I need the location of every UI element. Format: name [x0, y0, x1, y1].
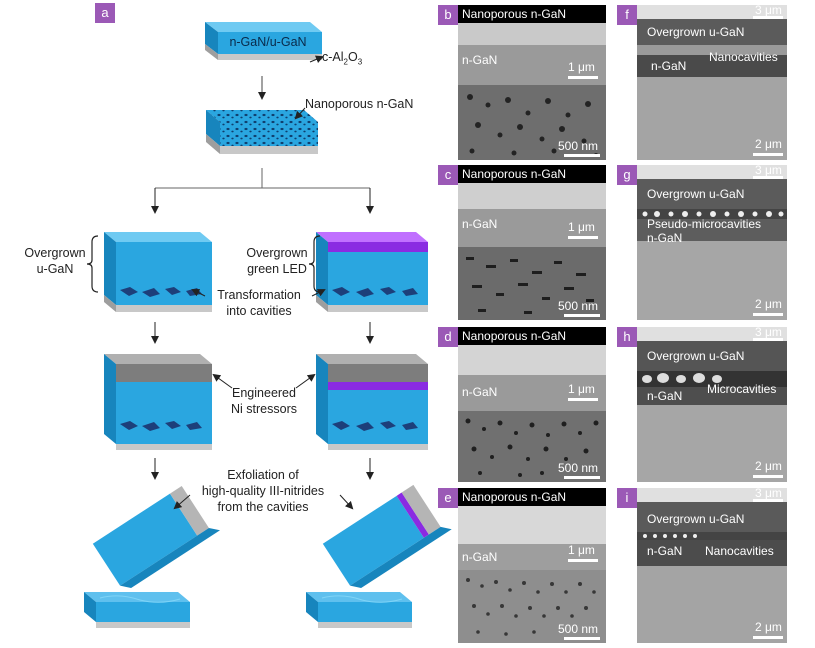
cross-section-panel-h: 3 μm Overgrown u-GaN Microcavities n-GaN… [637, 327, 787, 482]
panel-label-a: a [95, 3, 115, 23]
cross-overgrown-f: Overgrown u-GaN [647, 25, 745, 39]
label-nanoporous: Nanoporous n-GaN [305, 97, 414, 111]
cross-overgrown-i: Overgrown u-GaN [647, 512, 745, 526]
panel-label-e: e [438, 488, 458, 508]
block-nanoporous [206, 110, 318, 154]
scale-top-i: 3 μm [755, 488, 782, 500]
cross-overgrown-g: Overgrown u-GaN [647, 187, 745, 201]
label-substrate: c-Al2O3 [322, 50, 363, 67]
cross-cavity-i: Nanocavities [705, 544, 774, 558]
scale-top-c: 1 μm [568, 220, 595, 234]
residual-substrate-right [306, 592, 412, 628]
cross-section-panel-f: 3 μm Overgrown u-GaN n-GaN Nanocavities … [637, 5, 787, 160]
label-overgrown-ugan-1: Overgrown [24, 246, 86, 260]
cross-cavity-h: Microcavities [707, 382, 777, 396]
scalebar-top-c [568, 236, 598, 239]
sem-layer-c: n-GaN [462, 217, 498, 231]
scale-bottom-i: 2 μm [755, 620, 782, 634]
sem-title-e: Nanoporous n-GaN [458, 488, 606, 506]
label-overgrown-led-2: green LED [247, 262, 307, 276]
label-transformation-2: into cavities [226, 304, 292, 318]
block-overgrown-ugan [104, 232, 212, 312]
sem-panel-d: Nanoporous n-GaN n-GaN 1 μm 500 nm [458, 327, 606, 482]
label-stressor-2: Ni stressors [231, 402, 297, 416]
scale-top-e: 1 μm [568, 543, 595, 557]
scalebar-top-i [753, 499, 783, 502]
label-transformation-1: Transformation [217, 288, 301, 302]
scalebar-top-d [568, 398, 598, 401]
exfoliated-piece-left [92, 486, 221, 589]
cross-cavity-f: Nanocavities [709, 50, 778, 64]
scale-bottom-f: 2 μm [755, 137, 782, 151]
scale-top-h: 3 μm [755, 327, 782, 339]
sem-title-b: Nanoporous n-GaN [458, 5, 606, 23]
scale-top-f: 3 μm [755, 5, 782, 17]
scalebar-bottom-e [564, 637, 600, 640]
scalebar-bottom-i [753, 636, 783, 639]
scalebar-top-h [753, 338, 783, 341]
cross-overgrown-h: Overgrown u-GaN [647, 349, 745, 363]
cross-ngan-g: n-GaN [647, 231, 683, 245]
sem-layer-e: n-GaN [462, 550, 498, 564]
scale-bottom-c: 500 nm [558, 299, 599, 313]
block-ni-stressor-right [316, 354, 428, 450]
schematic-panel-a: a [24, 3, 452, 628]
label-top-stack: n-GaN/u-GaN [229, 35, 307, 49]
scale-bottom-g: 2 μm [755, 297, 782, 311]
sem-layer-d: n-GaN [462, 385, 498, 399]
sem-panel-c: Nanoporous n-GaN n-GaN 1 μm 500 nm [458, 165, 606, 320]
sem-title-d: Nanoporous n-GaN [458, 327, 606, 345]
cross-section-panel-g: 3 μm Overgrown u-GaN Pseudo-microcavitie… [637, 165, 787, 320]
label-exfoliation-3: from the cavities [217, 500, 309, 514]
scalebar-bottom-g [753, 313, 783, 316]
scale-bottom-e: 500 nm [558, 622, 599, 636]
scalebar-bottom-b [564, 154, 600, 157]
label-stressor-1: Engineered [232, 386, 296, 400]
sem-panel-b: Nanoporous n-GaN n-GaN 1 μm 500 nm [458, 5, 606, 160]
block-overgrown-led [316, 232, 428, 312]
scalebar-top-e [568, 559, 598, 562]
sem-panel-e: Nanoporous n-GaN n-GaN 1 μm 500 nm [458, 488, 606, 643]
cross-ngan-f: n-GaN [651, 59, 687, 73]
label-overgrown-led-1: Overgrown [246, 246, 308, 260]
scalebar-top-b [568, 76, 598, 79]
cross-ngan-h: n-GaN [647, 389, 683, 403]
panel-label-d: d [438, 327, 458, 347]
exfoliated-piece-right [322, 484, 452, 589]
panel-label-h: h [617, 327, 637, 347]
cross-ngan-i: n-GaN [647, 544, 683, 558]
sem-layer-b: n-GaN [462, 53, 498, 67]
residual-substrate-left [84, 592, 190, 628]
scale-top-g: 3 μm [755, 165, 782, 177]
scalebar-top-f [753, 16, 783, 19]
scale-top-d: 1 μm [568, 382, 595, 396]
sem-title-c: Nanoporous n-GaN [458, 165, 606, 183]
scalebar-top-g [753, 176, 783, 179]
panel-label-b: b [438, 5, 458, 25]
panel-label-i: i [617, 488, 637, 508]
cross-section-panel-i: 3 μm Overgrown u-GaN n-GaN Nanocavities … [637, 488, 787, 643]
cross-cavity-g: Pseudo-microcavities [647, 217, 762, 231]
scale-bottom-d: 500 nm [558, 461, 599, 475]
panel-label-f: f [617, 5, 637, 25]
label-exfoliation-1: Exfoliation of [227, 468, 299, 482]
label-exfoliation-2: high-quality III-nitrides [201, 484, 325, 498]
scalebar-bottom-d [564, 476, 600, 479]
schematic-drawing [84, 22, 452, 628]
scale-bottom-h: 2 μm [755, 459, 782, 473]
label-overgrown-ugan-2: u-GaN [36, 262, 74, 276]
scale-top-b: 1 μm [568, 60, 595, 74]
scale-bottom-b: 500 nm [558, 139, 599, 153]
block-ni-stressor-left [104, 354, 212, 450]
block-initial-stack [205, 22, 322, 60]
scalebar-bottom-c [564, 314, 600, 317]
scalebar-bottom-f [753, 153, 783, 156]
panel-label-g: g [617, 165, 637, 185]
panel-label-c: c [438, 165, 458, 185]
scalebar-bottom-h [753, 475, 783, 478]
